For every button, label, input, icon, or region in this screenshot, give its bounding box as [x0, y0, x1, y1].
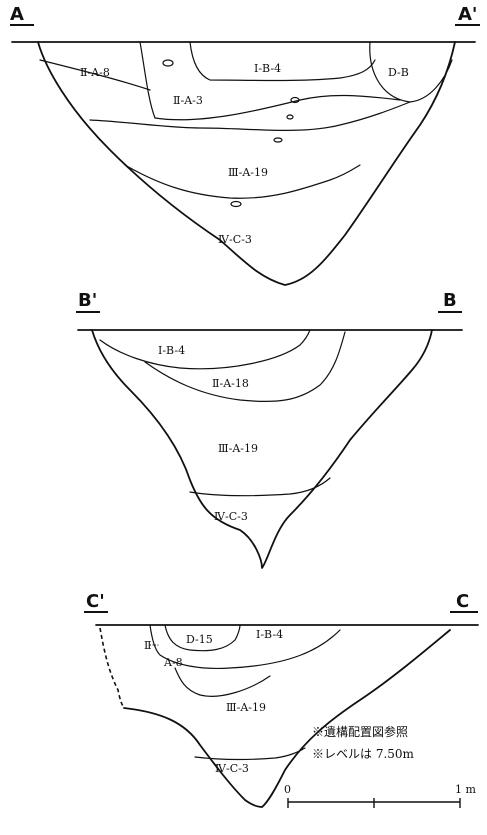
- section-a-stone-5: [230, 200, 242, 208]
- section-c-layer-label: D-15: [186, 633, 213, 646]
- section-b-boundary-3: [189, 477, 331, 497]
- scale-end-label: 1 m: [455, 783, 476, 796]
- section-a-boundary-6: [89, 101, 411, 131]
- section-a-boundary-3: [189, 41, 376, 82]
- section-b-layer-label: Ⅳ-C-3: [214, 510, 248, 523]
- section-a: A A' Ⅱ-A-8 Ⅱ-A-3 Ⅰ-B-4 D-B Ⅲ-A-19 Ⅳ-C-3: [10, 4, 480, 286]
- section-c-inferred-edge: [99, 627, 125, 709]
- section-c-boundary-2: [164, 624, 241, 652]
- section-a-stone-2: [290, 96, 300, 104]
- section-c-boundary-4: [194, 747, 306, 760]
- section-a-stone-3: [286, 114, 294, 120]
- scale-bar: 0 1 m: [284, 783, 476, 808]
- section-a-layer-label: Ⅳ-C-3: [218, 233, 252, 246]
- section-a-layer-label: Ⅲ-A-19: [228, 166, 268, 179]
- section-b-outline: [91, 329, 433, 569]
- section-a-left-label: A: [10, 4, 24, 25]
- section-c: C' C Ⅱ D-15 Ⅰ-B-4 A-8 Ⅲ-A-19 Ⅳ-C-3: [84, 591, 479, 808]
- scale-start-label: 0: [284, 783, 291, 796]
- section-a-boundary-1: [39, 59, 151, 91]
- section-b-boundary-2: [144, 331, 346, 403]
- section-c-boundary-3: [174, 667, 271, 697]
- section-a-outline: [37, 41, 456, 286]
- section-a-right-label: A': [458, 4, 477, 25]
- section-c-layer-label: Ⅳ-C-3: [215, 762, 249, 775]
- section-b-layer-label: Ⅲ-A-19: [218, 442, 258, 455]
- section-c-layer-label: Ⅱ: [144, 639, 151, 652]
- section-a-stone-1: [162, 59, 174, 67]
- section-a-boundary-2: [139, 41, 156, 119]
- section-a-boundary-4: [369, 41, 453, 103]
- section-a-layer-label: Ⅰ-B-4: [254, 62, 281, 75]
- section-b-right-label: B: [443, 290, 457, 311]
- section-a-layer-label: Ⅱ-A-3: [173, 94, 203, 107]
- section-a-boundary-7: [124, 164, 361, 199]
- section-a-boundary-5: [154, 94, 401, 121]
- section-c-right-label: C: [456, 591, 469, 612]
- section-c-left-label: C': [86, 591, 105, 612]
- section-a-stone-4: [273, 137, 283, 143]
- section-a-layer-label: D-B: [388, 66, 409, 79]
- section-a-layer-label: Ⅱ-A-8: [80, 66, 110, 79]
- section-c-layer-label: Ⅲ-A-19: [226, 701, 266, 714]
- note-level: ※レベルは 7.50m: [312, 747, 415, 761]
- section-b-layer-label: Ⅰ-B-4: [158, 344, 185, 357]
- note-reference: ※遺構配置図参照: [312, 724, 408, 739]
- section-c-layer-label: Ⅰ-B-4: [256, 628, 283, 641]
- section-b-boundary-1: [99, 329, 311, 370]
- section-b: B' B Ⅰ-B-4 Ⅱ-A-18 Ⅲ-A-19 Ⅳ-C-3: [76, 290, 463, 569]
- section-c-boundary-1: [149, 624, 341, 670]
- section-c-layer-label: A-8: [163, 656, 183, 669]
- section-b-layer-label: Ⅱ-A-18: [212, 377, 249, 390]
- section-c-outline: [123, 629, 451, 808]
- section-b-left-label: B': [78, 290, 97, 311]
